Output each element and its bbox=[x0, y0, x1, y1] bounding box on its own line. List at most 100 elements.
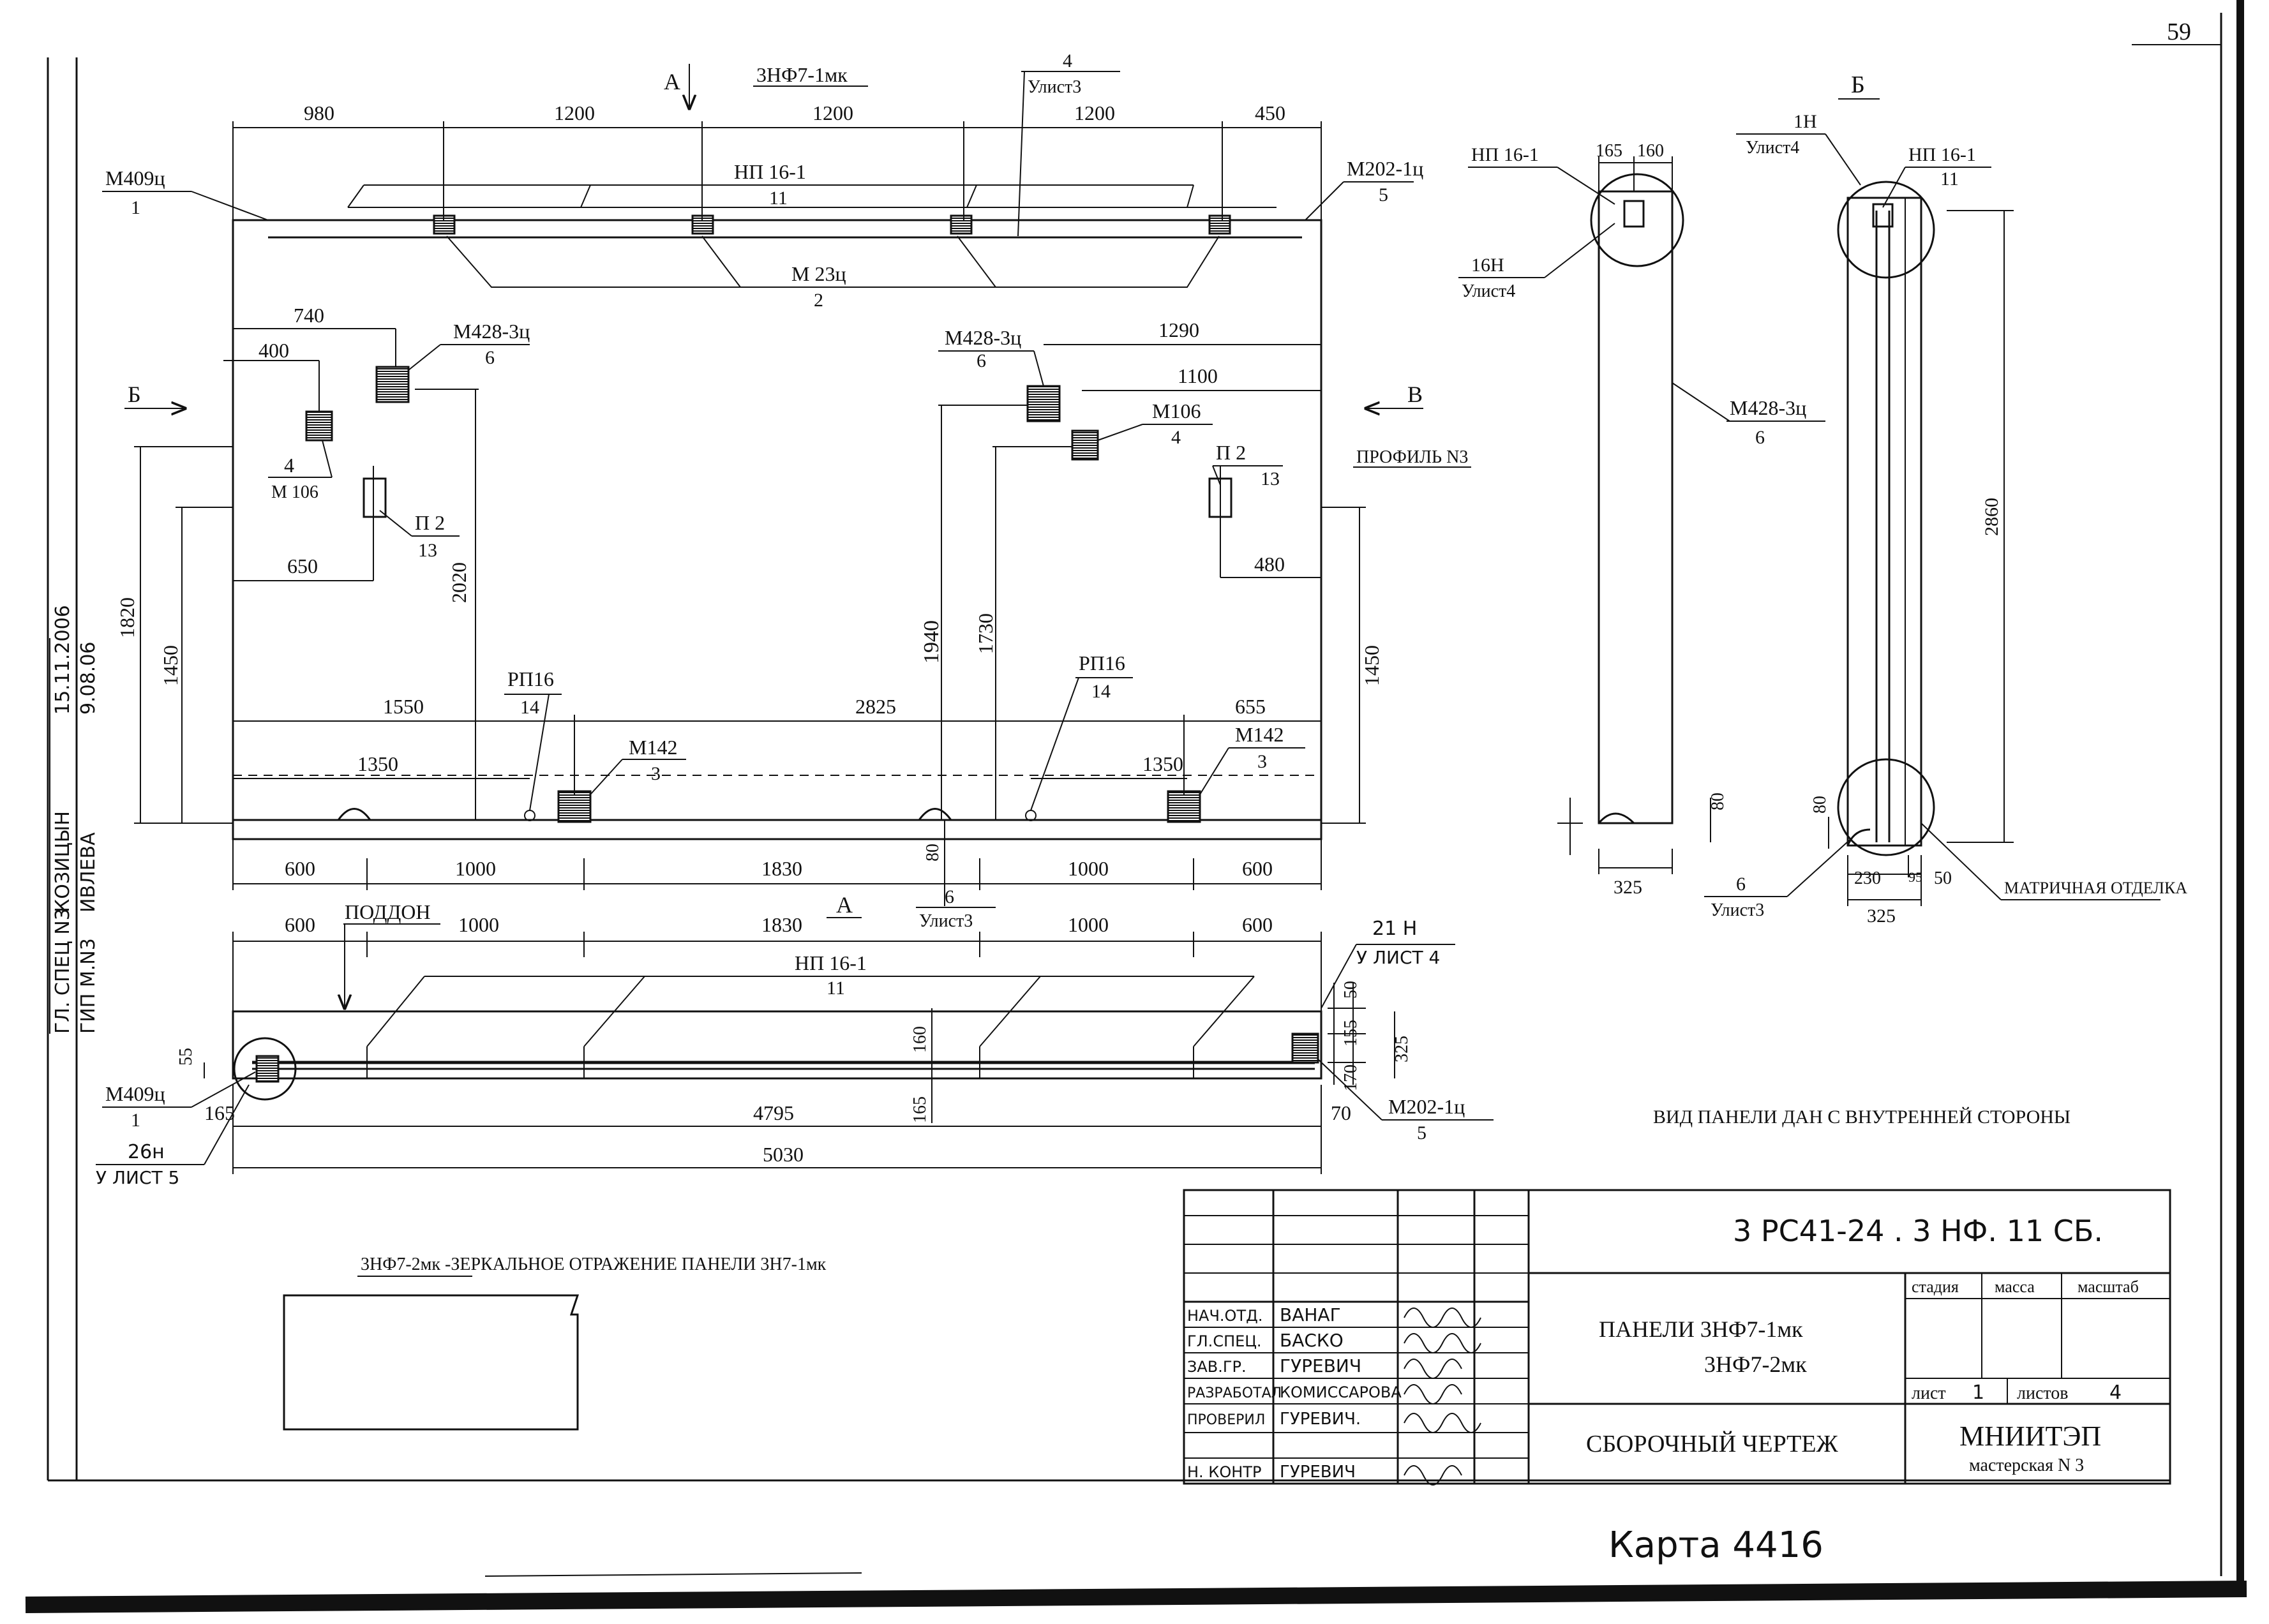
dim-1730: 1730 bbox=[974, 613, 997, 654]
matrix-finish: МАТРИЧНАЯ ОТДЕЛКА bbox=[2004, 879, 2187, 897]
h26-name: 26н bbox=[128, 1141, 165, 1163]
dim-s2860: 2860 bbox=[1981, 498, 2002, 536]
role-6: Н. КОНТР bbox=[1187, 1463, 1261, 1481]
m428-name-right: М428-3ц bbox=[945, 326, 1021, 349]
signature-2 bbox=[1404, 1333, 1481, 1353]
dim-b1830: 1830 bbox=[761, 857, 802, 880]
dim-b600-a: 600 bbox=[285, 857, 315, 880]
name-6: ГУРЕВИЧ bbox=[1280, 1463, 1356, 1482]
role-4: РАЗРАБОТАЛ bbox=[1187, 1385, 1282, 1401]
m202-num-top: 5 bbox=[1379, 184, 1388, 205]
rp16-num-left: 14 bbox=[520, 697, 539, 718]
side-stamp: ГЛ. СПЕЦ N3 КОЗИЦЫН ГИП М.N3 ИВЛЕВА 15.1… bbox=[52, 605, 100, 1034]
p2-num-right: 13 bbox=[1261, 468, 1280, 489]
front-view: 980 1200 1200 1200 450 3НФ7-1мк А 4 Улис… bbox=[102, 50, 1471, 931]
dim-b1000-b: 1000 bbox=[1068, 857, 1109, 880]
detail-circle-16h bbox=[1590, 173, 1684, 267]
m202-name-top: М202-1ц bbox=[1347, 157, 1423, 180]
pallet-label: ПОДДОН bbox=[345, 900, 431, 923]
np16-name-b1: НП 16-1 bbox=[1471, 144, 1539, 165]
m428-num-left: 6 bbox=[485, 347, 495, 368]
dim-p600-a: 600 bbox=[285, 913, 315, 936]
dim-1290: 1290 bbox=[1158, 318, 1199, 341]
section-v-right: В bbox=[1407, 382, 1423, 407]
dim-p1830: 1830 bbox=[761, 913, 802, 936]
dim-p600-b: 600 bbox=[1242, 913, 1273, 936]
m409-name-b: М409ц bbox=[105, 1082, 165, 1105]
dim-1450-left: 1450 bbox=[159, 645, 182, 686]
h21-sheet: У ЛИСТ 4 bbox=[1356, 947, 1440, 968]
workshop: мастерская N 3 bbox=[1969, 1456, 2084, 1475]
m428-name-b: М428-3ц bbox=[1730, 396, 1806, 419]
ul3-top-num: 4 bbox=[1063, 50, 1072, 71]
dim-450: 450 bbox=[1255, 101, 1285, 124]
scale-label: масштаб bbox=[2078, 1278, 2139, 1296]
dim-1940: 1940 bbox=[920, 620, 943, 664]
dim-p165-left: 165 bbox=[204, 1101, 235, 1124]
side-date-2: 9.08.06 bbox=[77, 641, 100, 715]
dim-p165: 165 bbox=[910, 1096, 930, 1123]
side-role-1: ГЛ. СПЕЦ N3 bbox=[52, 908, 74, 1034]
dim-1350-a: 1350 bbox=[357, 752, 398, 775]
dim-p5030: 5030 bbox=[763, 1143, 804, 1166]
dim-s50: 50 bbox=[1934, 868, 1952, 888]
m428-part-left bbox=[375, 366, 410, 403]
ul3b-num: 6 bbox=[945, 886, 954, 907]
m409-num: 1 bbox=[131, 197, 140, 218]
dim-1550: 1550 bbox=[383, 695, 424, 718]
dim-s160: 160 bbox=[1637, 141, 1664, 161]
section-a-bottom: А bbox=[836, 892, 853, 918]
h16-sheet: Улист4 bbox=[1462, 281, 1515, 301]
dim-p170: 170 bbox=[1341, 1064, 1361, 1091]
b6-sheet: Улист3 bbox=[1711, 900, 1764, 920]
section-a-top: А bbox=[664, 69, 680, 94]
m428-num-b: 6 bbox=[1755, 427, 1765, 448]
name-1: ВАНАГ bbox=[1280, 1304, 1341, 1325]
name-3: ГУРЕВИЧ bbox=[1280, 1355, 1361, 1376]
dim-1100: 1100 bbox=[1178, 364, 1218, 387]
panel-id-top: 3НФ7-1мк bbox=[756, 63, 848, 86]
dim-p1000-a: 1000 bbox=[458, 913, 499, 936]
m142-part-right bbox=[1167, 790, 1201, 823]
m142-num-left: 3 bbox=[651, 763, 661, 784]
dim-1350-b: 1350 bbox=[1142, 752, 1183, 775]
dim-p70: 70 bbox=[1331, 1101, 1351, 1124]
title-line-1: ПАНЕЛИ 3НФ7-1мк bbox=[1599, 1316, 1803, 1342]
side-role-2: ГИП М.N3 bbox=[77, 938, 100, 1034]
m106b-num: 4 bbox=[284, 454, 294, 477]
name-5: ГУРЕВИЧ. bbox=[1280, 1410, 1361, 1429]
b6-num: 6 bbox=[1736, 874, 1746, 895]
dim-2020: 2020 bbox=[447, 562, 470, 603]
np16-name-b2: НП 16-1 bbox=[1908, 144, 1976, 165]
m202-name-b: М202-1ц bbox=[1388, 1095, 1465, 1118]
detail-circle-6 bbox=[1837, 758, 1935, 856]
m428-name-left: М428-3ц bbox=[453, 320, 530, 343]
np16-num-bottom: 11 bbox=[827, 978, 845, 999]
h1-sheet: Улист4 bbox=[1746, 138, 1799, 158]
dim-s325-a: 325 bbox=[1614, 877, 1642, 898]
org-name: МНИИТЭП bbox=[1959, 1420, 2101, 1452]
sheet-frame bbox=[25, 0, 2247, 1613]
m106b-name: М 106 bbox=[271, 482, 318, 502]
side-name-1: КОЗИЦЫН bbox=[52, 811, 74, 913]
m23-name: М 23ц bbox=[791, 262, 846, 285]
dim-p325: 325 bbox=[1392, 1036, 1412, 1062]
dim-b600-b: 600 bbox=[1242, 857, 1273, 880]
sheets-value: 4 bbox=[2109, 1382, 2122, 1404]
role-5: ПРОВЕРИЛ bbox=[1187, 1412, 1265, 1428]
ul3-top-name: Улист3 bbox=[1028, 77, 1081, 97]
dim-p55: 55 bbox=[176, 1048, 196, 1066]
signature-3 bbox=[1404, 1359, 1462, 1379]
m409-name: М409ц bbox=[105, 167, 165, 190]
dim-s95: 95 bbox=[1908, 869, 1922, 885]
dim-650: 650 bbox=[287, 555, 318, 577]
dim-80-front: 80 bbox=[923, 844, 943, 861]
ul3b-name: Улист3 bbox=[919, 911, 973, 931]
m142-name-left: М142 bbox=[629, 736, 677, 759]
m428-num-right: 6 bbox=[977, 350, 986, 371]
detail-circle-26h bbox=[233, 1037, 297, 1101]
dim-2825: 2825 bbox=[855, 695, 896, 718]
card-note: Карта 4416 bbox=[1608, 1524, 1823, 1566]
mirror-sketch bbox=[283, 1294, 580, 1431]
